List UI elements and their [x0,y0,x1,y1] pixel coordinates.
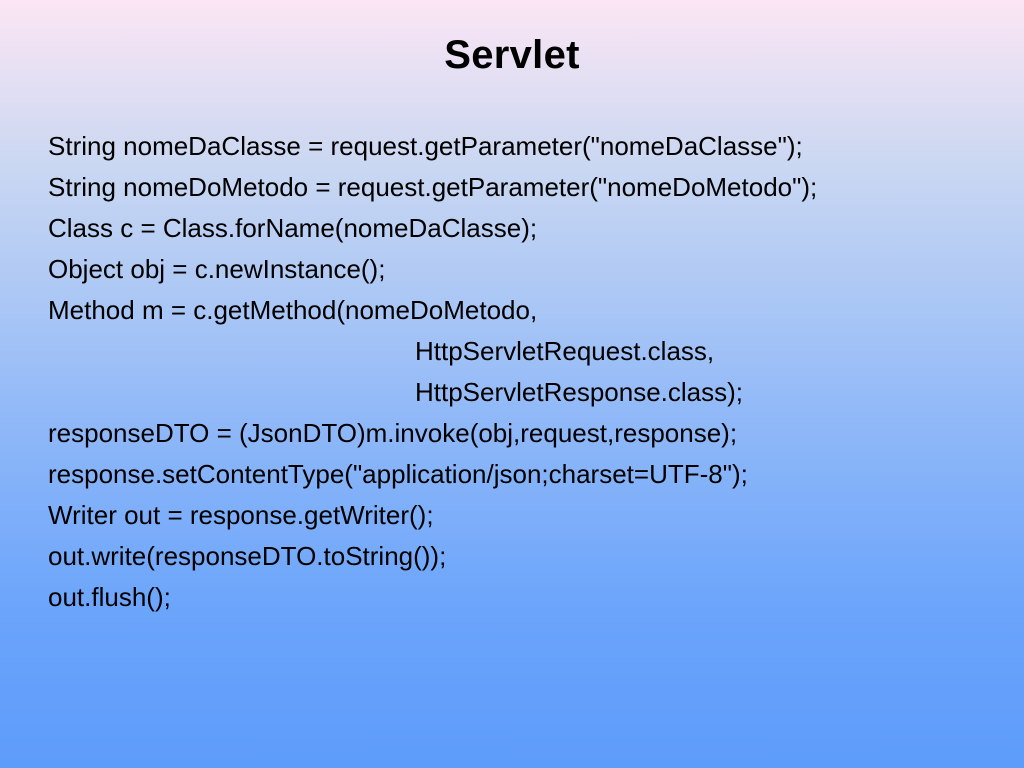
code-line: out.write(responseDTO.toString()); [48,541,447,571]
code-line-continuation: HttpServletRequest.class, [415,336,715,366]
code-line: out.flush(); [48,582,171,612]
code-block: String nomeDaClasse = request.getParamet… [48,126,1008,618]
code-line: response.setContentType("application/jso… [48,459,748,489]
code-line-continuation: HttpServletResponse.class); [415,377,744,407]
code-line: String nomeDoMetodo = request.getParamet… [48,172,818,202]
slide-title: Servlet [444,33,580,77]
code-line: Object obj = c.newInstance(); [48,254,386,284]
code-line: responseDTO = (JsonDTO)m.invoke(obj,requ… [48,418,738,448]
code-line: String nomeDaClasse = request.getParamet… [48,131,803,161]
code-line: Class c = Class.forName(nomeDaClasse); [48,213,538,243]
code-line: Writer out = response.getWriter(); [48,500,434,530]
code-line: Method m = c.getMethod(nomeDoMetodo, [48,295,538,325]
